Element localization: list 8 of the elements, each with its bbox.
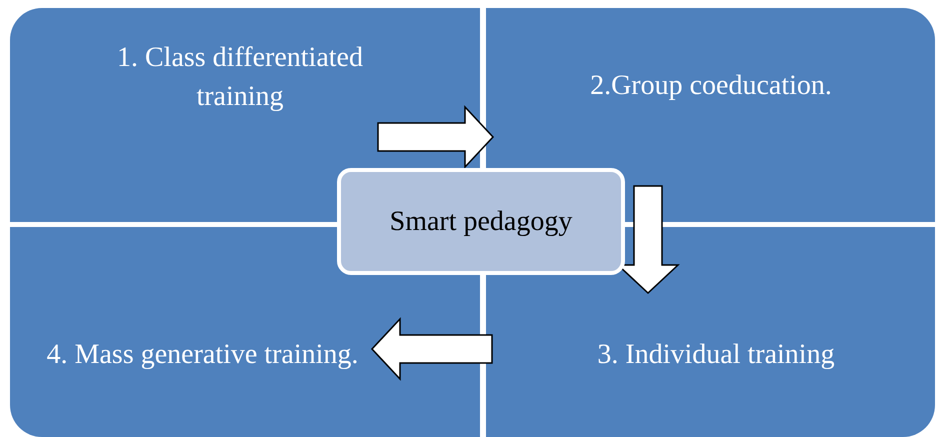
node-label: 3. Individual training: [596, 338, 836, 372]
node-label: 4. Mass generative training.: [46, 338, 360, 372]
block-arrow: [370, 317, 493, 381]
node-label: 1. Class differentiated training: [116, 41, 364, 114]
node-label: Smart pedagogy: [390, 204, 572, 239]
node-label: 2.Group coeducation.: [589, 69, 833, 103]
block-arrow: [377, 105, 494, 169]
center-box: [337, 168, 625, 275]
